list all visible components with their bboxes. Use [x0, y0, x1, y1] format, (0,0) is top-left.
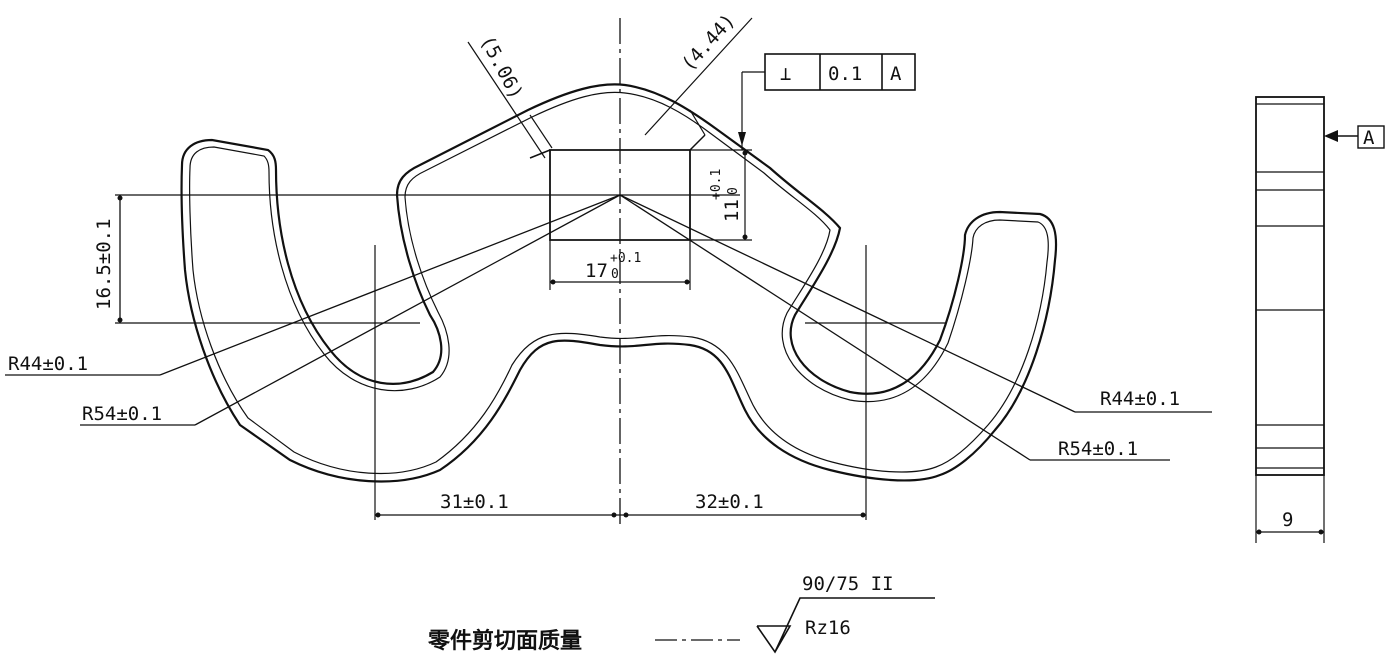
dim-arrow-dot	[860, 512, 866, 518]
dim-arrow-dot	[742, 150, 748, 156]
tol-frame	[764, 53, 916, 91]
tol-datum: A	[890, 63, 902, 85]
dim-17-label: 17	[585, 260, 608, 282]
perpendicularity-symbol: ⊥	[780, 63, 791, 85]
radius-line-4	[619, 194, 1031, 461]
dim-arrow-dot	[1318, 529, 1324, 535]
ref-5-06-leader	[467, 41, 546, 159]
ref-4-44-leader	[644, 17, 753, 136]
part-outline-outer	[180, 83, 1058, 483]
dim-arrow-dot	[611, 512, 617, 518]
part-outline-inner	[189, 91, 1049, 475]
dim-arrow-dot	[117, 317, 123, 323]
surface-roughness: Rz16	[805, 617, 851, 639]
dim-9-label: 9	[1282, 509, 1293, 531]
r44-left-label: R44±0.1	[8, 353, 88, 375]
datum-triangle	[1324, 130, 1338, 142]
tol-value: 0.1	[828, 63, 862, 85]
dim-31-label: 31±0.1	[440, 491, 509, 513]
dim-arrow-dot	[550, 279, 556, 285]
dim-17-tol-upper: +0.1	[610, 251, 641, 266]
dim-arrow-dot	[1256, 529, 1262, 535]
dim-arrow-dot	[623, 512, 629, 518]
roughness-symbol	[756, 597, 935, 654]
radius-line-1	[159, 194, 621, 376]
radius-line-3	[619, 194, 1076, 413]
r54-right-label: R54±0.1	[1058, 438, 1138, 460]
surface-top-text: 90/75 II	[802, 573, 894, 595]
dim-arrow-dot	[117, 195, 123, 201]
dim-arrow-dot	[684, 279, 690, 285]
notch-chamfer-left	[529, 149, 551, 159]
dim-arrow-dot	[742, 234, 748, 240]
dim-17-tol-lower: 0	[611, 267, 619, 282]
dim-11-label: 11	[721, 199, 743, 222]
tol-arrow	[738, 132, 746, 146]
surface-caption: 零件剪切面质量	[427, 628, 582, 654]
dim-32-label: 32±0.1	[695, 491, 764, 513]
dim-11-tol-lower: 0	[726, 187, 741, 195]
ref-5-06-ext	[529, 114, 553, 149]
datum-box	[1357, 125, 1385, 149]
datum-label: A	[1363, 127, 1375, 149]
dim-16-5-label: 16.5±0.1	[93, 218, 115, 310]
notch-chamfer-right	[689, 134, 706, 151]
r44-right-label: R44±0.1	[1100, 388, 1180, 410]
radius-line-2	[194, 194, 621, 426]
dim-arrow-dot	[375, 512, 381, 518]
ref-4-44-ext	[689, 109, 706, 136]
dim-11-tol-upper: +0.1	[709, 169, 724, 200]
r54-left-label: R54±0.1	[82, 403, 162, 425]
side-view-body	[1255, 96, 1325, 476]
